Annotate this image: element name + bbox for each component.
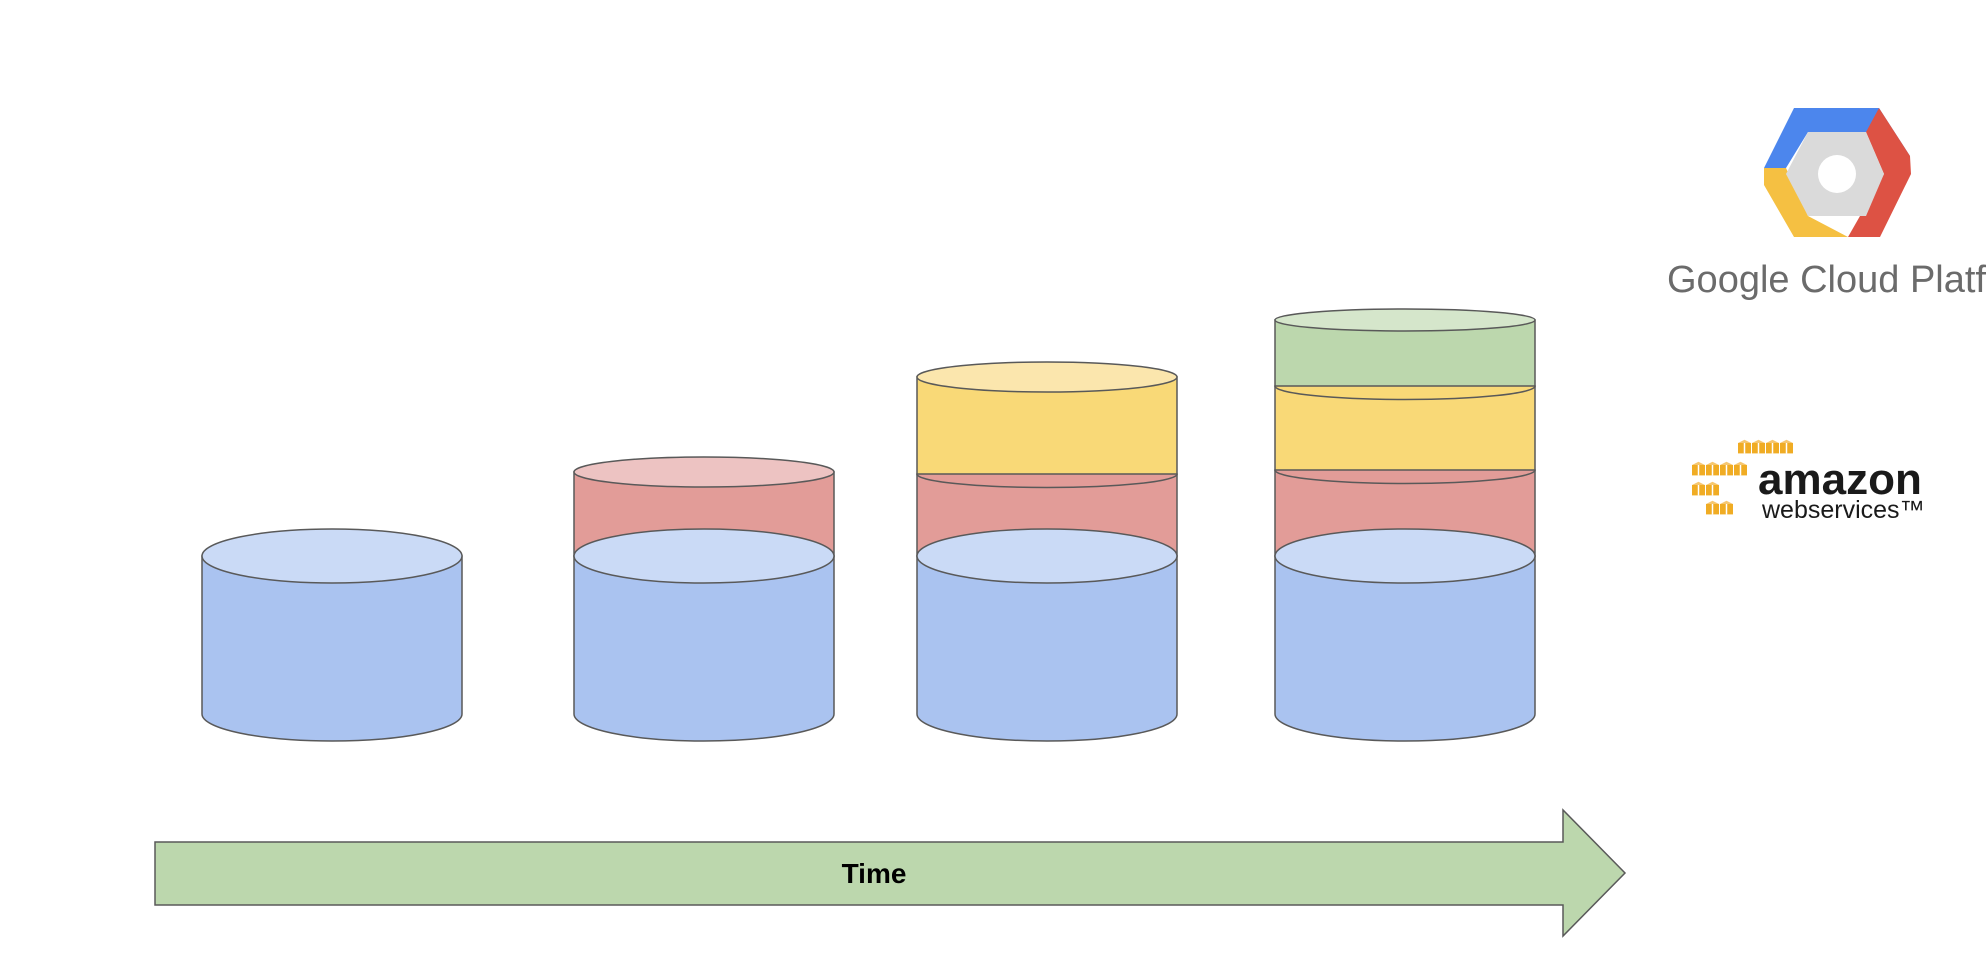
aws-cube [1766, 439, 1779, 454]
time-arrow-label: Time [842, 858, 907, 889]
cylinder-stack-4 [1274, 308, 1536, 742]
cylinder-stack-1 [201, 528, 463, 742]
cylinder-layer-blue-body [1274, 555, 1536, 742]
aws-word-amazon: amazon [1758, 455, 1922, 504]
cylinder-layer-yellow-top [916, 361, 1178, 393]
aws-cube [1692, 461, 1705, 476]
aws-cube [1720, 461, 1733, 476]
aws-cube [1738, 439, 1751, 454]
cylinder-stack-2 [573, 456, 835, 742]
time-arrow-shape [154, 808, 1627, 938]
aws-cube [1706, 500, 1719, 515]
aws-cube [1720, 500, 1733, 515]
cylinder-layer-boundary [1274, 469, 1536, 485]
cylinder-layer-blue-body [916, 555, 1178, 742]
cylinder-stack-3 [916, 361, 1178, 742]
cylinder-layer-blue-body [201, 555, 463, 742]
time-arrow: Time [154, 808, 1627, 938]
cylinder-layer-blue-top [573, 528, 835, 584]
cylinder-layer-blue-top [916, 528, 1178, 584]
aws-cube [1734, 461, 1747, 476]
aws-cubes-icon [1692, 439, 1793, 515]
gcp-word-google: Google [1667, 259, 1790, 301]
storage-stacks [201, 308, 1536, 742]
aws-logo: amazon webservices™ [1692, 439, 1925, 524]
cylinder-layer-red-top [573, 456, 835, 488]
cylinder-layer-boundary [1274, 385, 1536, 401]
cylinder-layer-boundary [916, 473, 1178, 489]
cylinder-layer-blue-top [201, 528, 463, 584]
aws-cube [1706, 461, 1719, 476]
gcp-logo: Google Cloud Platform [1667, 108, 1986, 301]
gcp-hexagon-icon [1764, 108, 1911, 237]
aws-cube [1706, 481, 1719, 496]
aws-cube [1752, 439, 1765, 454]
aws-cube [1692, 481, 1705, 496]
aws-cube [1780, 439, 1793, 454]
cylinder-layer-blue-top [1274, 528, 1536, 584]
gcp-word-rest: Cloud Platform [1790, 259, 1986, 301]
cylinder-layer-blue-body [573, 555, 835, 742]
cylinder-layer-green-top [1274, 308, 1536, 332]
aws-word-services: webservices™ [1761, 496, 1925, 524]
gcp-wordmark: Google Cloud Platform [1667, 259, 1986, 301]
